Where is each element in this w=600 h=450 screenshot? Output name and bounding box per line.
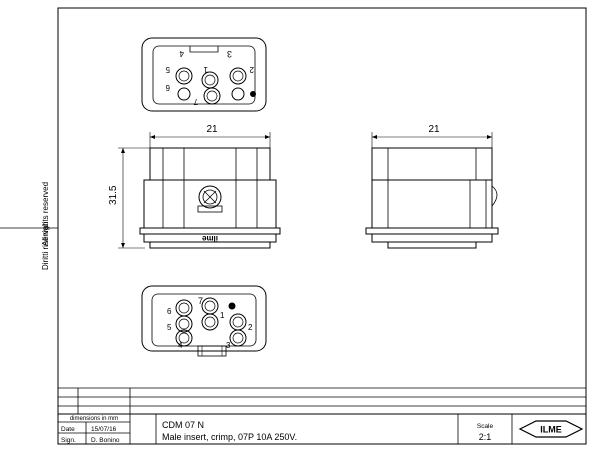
side-middle-body bbox=[371, 179, 493, 229]
bottom-label-5: 5 bbox=[167, 323, 172, 332]
sign-label: Sign. bbox=[61, 437, 76, 444]
date-label: Date bbox=[61, 426, 75, 433]
bottom-pin-1 bbox=[201, 313, 219, 331]
top-label-5: 5 bbox=[165, 65, 170, 74]
bottom-view-pin-labels: 7 6 1 5 2 4 3 bbox=[167, 296, 253, 350]
top-pin-6 bbox=[177, 87, 191, 101]
top-label-3: 3 bbox=[227, 49, 232, 59]
side-upper-body bbox=[371, 147, 493, 181]
bottom-pin-2 bbox=[229, 313, 247, 331]
bottom-pin-6 bbox=[175, 299, 193, 317]
top-view-key-notch bbox=[189, 46, 219, 53]
top-pin-5 bbox=[175, 67, 193, 85]
side-width-dim-text: 21 bbox=[428, 124, 440, 135]
scale-label: Scale bbox=[477, 423, 494, 430]
ilme-logo-text: ILME bbox=[540, 425, 562, 435]
top-label-4: 4 bbox=[179, 49, 184, 58]
bottom-pin-5 bbox=[175, 315, 193, 333]
bottom-view-outer bbox=[141, 285, 267, 352]
bottom-ground-dot bbox=[228, 302, 236, 310]
top-view-pin-labels: 4 3 5 1 2 6 7 bbox=[165, 49, 254, 106]
top-pin-7 bbox=[203, 87, 221, 105]
bottom-pin-7 bbox=[201, 297, 219, 315]
part-description: Male insert, crimp, 07P 10A 250V. bbox=[162, 432, 297, 442]
height-dim-text: 31.5 bbox=[108, 185, 119, 205]
front-flange bbox=[139, 227, 281, 235]
ilme-logo-icon bbox=[518, 420, 584, 438]
top-ground-dot bbox=[250, 91, 256, 97]
top-view-inner bbox=[152, 45, 256, 105]
front-upper-body bbox=[149, 147, 271, 181]
side-flange bbox=[365, 227, 499, 235]
title-block bbox=[58, 387, 586, 444]
bottom-label-3: 3 bbox=[226, 341, 231, 350]
units-note: dimensions in mm bbox=[70, 416, 118, 422]
fixing-screw-icon bbox=[198, 185, 222, 209]
top-label-2: 2 bbox=[249, 65, 254, 74]
bottom-label-7: 7 bbox=[198, 296, 203, 306]
bottom-view-inner bbox=[151, 293, 257, 347]
bottom-pin-3 bbox=[229, 329, 247, 347]
top-label-7: 7 bbox=[193, 97, 198, 106]
sign-value: D. Bonino bbox=[91, 437, 120, 444]
front-elevation bbox=[118, 132, 281, 249]
bottom-label-4: 4 bbox=[178, 341, 183, 350]
top-label-6: 6 bbox=[165, 83, 170, 92]
diritti-riservati-note: Diritti riservati bbox=[41, 221, 50, 270]
rights-reserved-note: All rights reserved bbox=[41, 182, 50, 246]
side-lower-body bbox=[371, 233, 493, 243]
top-label-1: 1 bbox=[203, 65, 208, 74]
top-view bbox=[141, 37, 267, 112]
bottom-pin-4 bbox=[175, 329, 193, 347]
top-pin-4 bbox=[231, 87, 245, 101]
side-latch bbox=[491, 185, 498, 207]
scale-value: 2:1 bbox=[479, 432, 492, 442]
front-width-dim-text: 21 bbox=[206, 124, 218, 135]
body-marking-text: ilme bbox=[201, 234, 218, 243]
bottom-label-1: 1 bbox=[220, 311, 225, 320]
front-base bbox=[149, 241, 271, 249]
side-base bbox=[387, 241, 477, 249]
drawing-frame bbox=[57, 7, 587, 445]
bottom-key-tab bbox=[197, 345, 227, 357]
date-value: 15/07/16 bbox=[91, 426, 117, 433]
bottom-label-6: 6 bbox=[167, 307, 172, 316]
top-pin-2 bbox=[229, 67, 247, 85]
bottom-label-2: 2 bbox=[248, 323, 253, 332]
top-view-outer bbox=[141, 37, 267, 112]
side-elevation bbox=[365, 132, 499, 249]
part-code: CDM 07 N bbox=[162, 420, 204, 430]
bottom-view bbox=[141, 285, 267, 357]
